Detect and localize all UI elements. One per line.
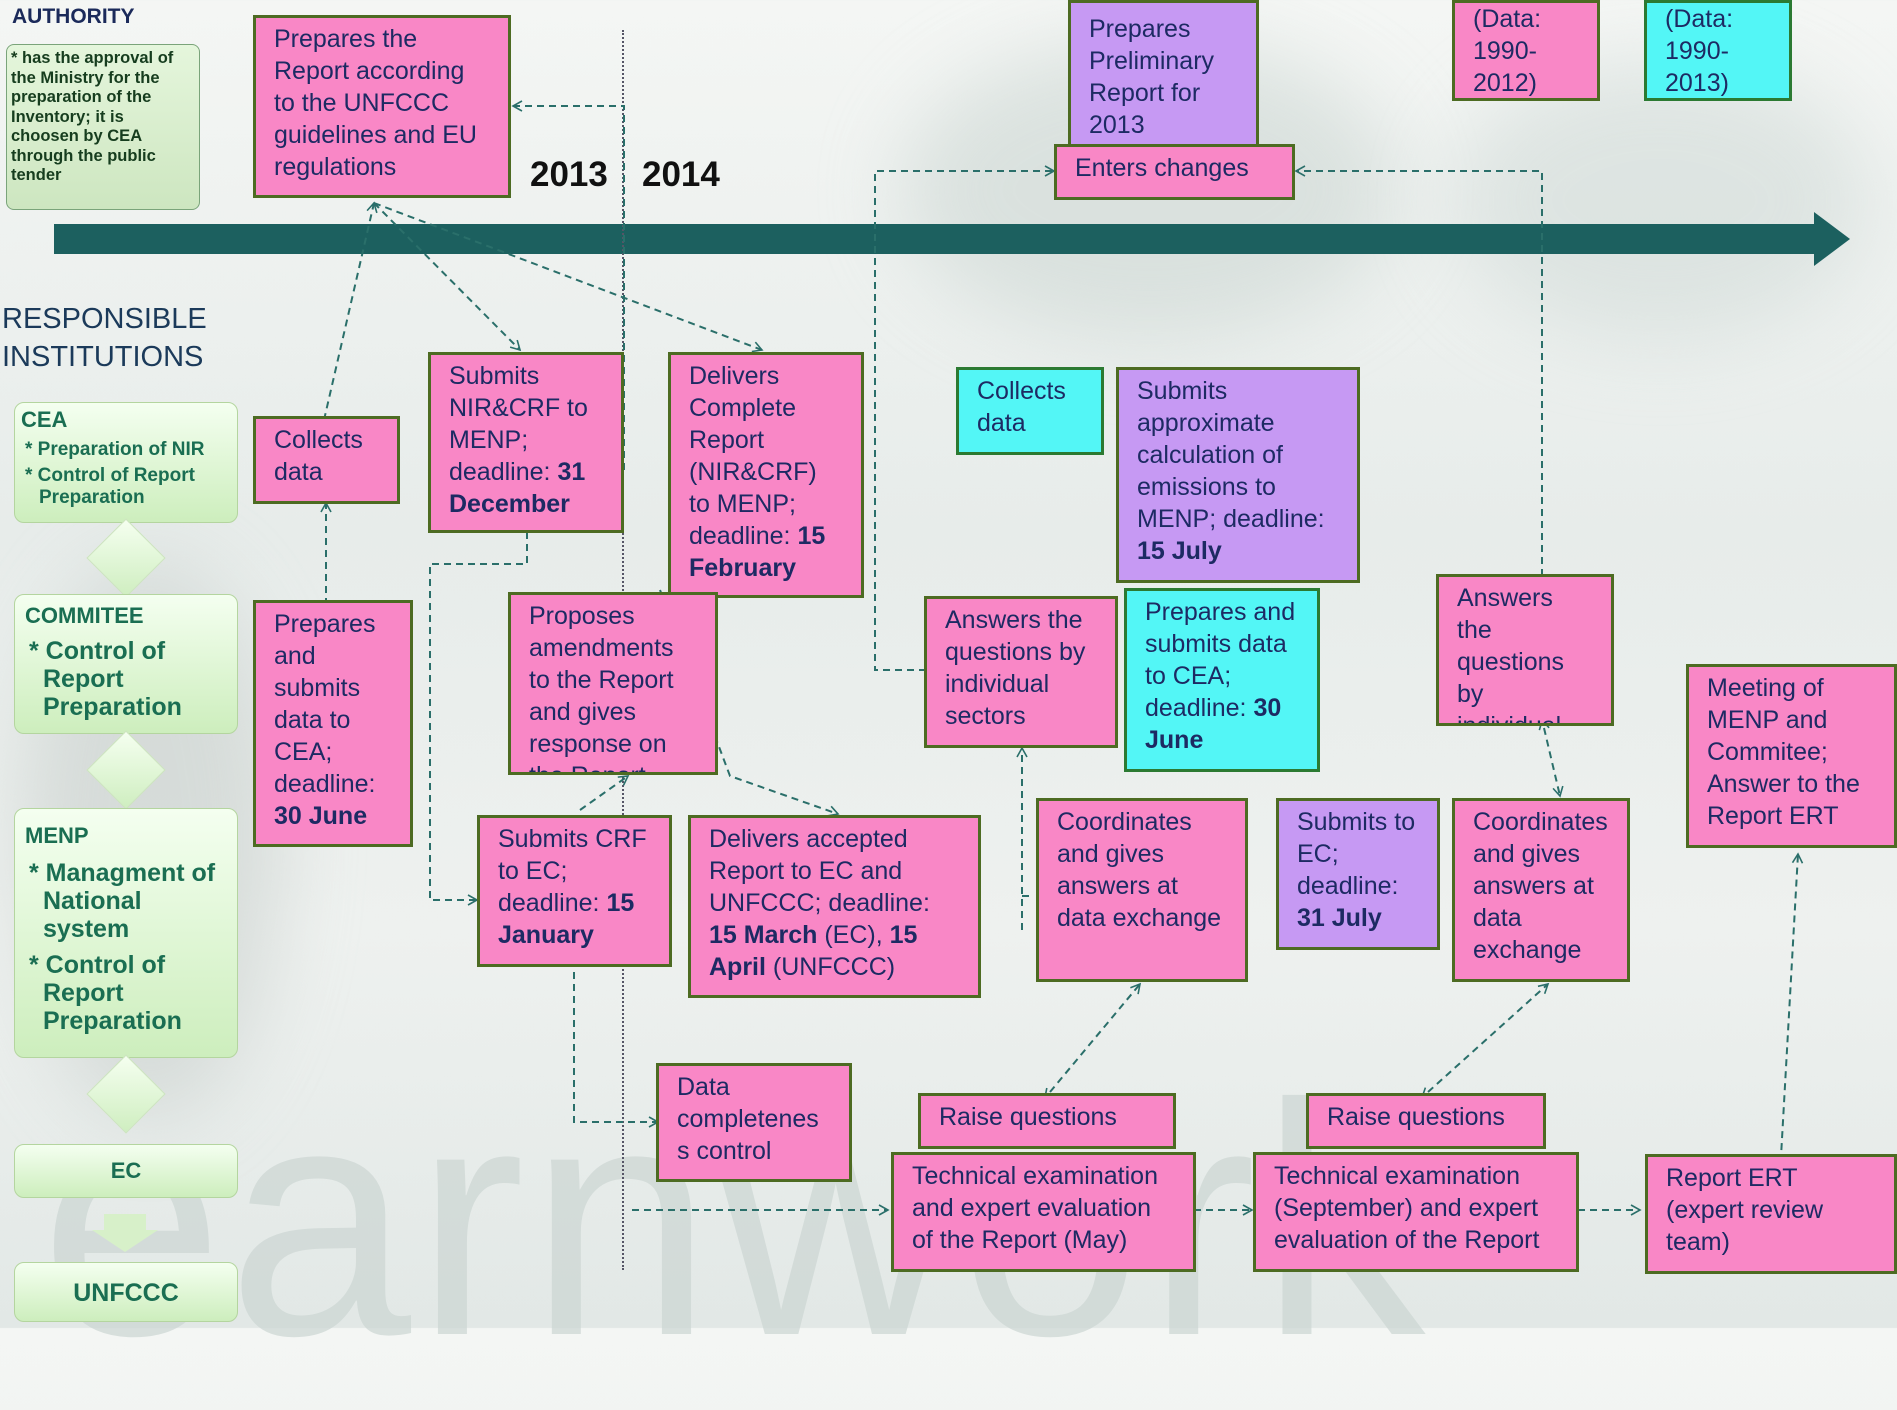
flow-arrow-down-icon xyxy=(104,1214,146,1232)
box-collects-data-cea: Collects data xyxy=(253,416,400,504)
box-text: Prepares and submits data to CEA; deadli… xyxy=(1145,598,1296,722)
box-bold-text: 15 xyxy=(606,889,635,917)
box-text: Submits approximate calculation of emiss… xyxy=(1137,377,1325,533)
box-technical-examination-september: Technical examination (September) and ex… xyxy=(1253,1152,1579,1272)
box-text: Prepares and submits data to CEA; deadli… xyxy=(274,610,376,798)
institution-name: COMMITEE xyxy=(25,603,144,628)
box-technical-examination-may: Technical examination and expert evaluat… xyxy=(891,1152,1196,1272)
institution-bullet: * Managment of National system xyxy=(29,859,216,943)
institution-name: EC xyxy=(110,1158,142,1183)
institution-bullet: * Control of Report Preparation xyxy=(29,951,182,1035)
box-bold-text: 31 July xyxy=(1297,904,1382,932)
box-coordinates-answers-2: Coordinates and gives answers at data ex… xyxy=(1452,798,1630,982)
box-data-1990-2012: (Data: 1990- 2012) xyxy=(1452,0,1600,101)
box-bold-text: December xyxy=(449,490,570,518)
flow-arrow-down-icon xyxy=(92,1230,158,1252)
box-bold-text: 15 March xyxy=(709,921,818,949)
responsible-institutions-title: RESPONSIBLE INSTITUTIONS xyxy=(2,303,207,373)
box-enters-changes: Enters changes xyxy=(1054,144,1295,200)
institution-bullet: * Control of Report Preparation xyxy=(25,465,195,508)
box-prepares-submits-data-2014: Prepares and submits data to CEA; deadli… xyxy=(1124,588,1320,772)
box-coordinates-answers-1: Coordinates and gives answers at data ex… xyxy=(1036,798,1248,982)
year-2014-label: 2014 xyxy=(642,155,720,194)
institution-ec: EC xyxy=(14,1144,238,1198)
box-bold-text: 31 xyxy=(557,458,586,486)
institution-name: CEA xyxy=(21,407,68,432)
institution-commitee: COMMITEE * Control of Report Preparation xyxy=(14,594,238,734)
box-bold-text: 15 xyxy=(889,921,918,949)
box-text: Delivers Complete Report (NIR&CRF) to ME… xyxy=(689,362,817,550)
timeline-arrowhead xyxy=(1814,212,1850,266)
box-collects-data-2014: Collects data xyxy=(956,367,1104,455)
box-text: Submits to EC; deadline: xyxy=(1297,808,1416,900)
connector-lines xyxy=(320,100,1804,1216)
institution-menp: MENP * Managment of National system * Co… xyxy=(14,808,238,1058)
box-bold-text: 30 xyxy=(1253,694,1282,722)
institution-bullet: * Control of Report Preparation xyxy=(29,637,182,721)
box-bold-text: January xyxy=(498,921,594,949)
institution-bullet: * Preparation of NIR xyxy=(25,439,205,460)
authority-title: AUTHORITY xyxy=(12,5,135,28)
box-prepares-submits-data-commitee: Prepares and submits data to CEA; deadli… xyxy=(253,600,413,847)
year-2013-label: 2013 xyxy=(530,155,608,194)
box-bold-text: February xyxy=(689,554,796,582)
box-text: Delivers accepted Report to EC and UNFCC… xyxy=(709,825,930,917)
institution-unfccc: UNFCCC xyxy=(14,1262,238,1322)
box-text: Submits NIR&CRF to MENP; deadline: xyxy=(449,362,588,486)
box-submits-nir-crf: Submits NIR&CRF to MENP; deadline: 31 De… xyxy=(428,352,624,533)
box-data-1990-2013: (Data: 1990- 2013) xyxy=(1644,0,1792,101)
institution-name: UNFCCC xyxy=(73,1279,179,1307)
box-answers-questions-1: Answers the questions by individual sect… xyxy=(924,596,1118,748)
box-prepares-preliminary-report: Prepares Preliminary Report for 2013 xyxy=(1068,0,1259,152)
institution-cea: CEA * Preparation of NIR * Control of Re… xyxy=(14,402,238,523)
box-submits-approximate-calculation: Submits approximate calculation of emiss… xyxy=(1116,367,1360,583)
box-bold-text: 15 July xyxy=(1137,537,1222,565)
box-bold-text: 15 xyxy=(797,522,826,550)
box-prepares-report: Prepares the Report according to the UNF… xyxy=(253,15,511,198)
background-blur xyxy=(1450,60,1870,340)
box-report-ert: Report ERT (expert review team) xyxy=(1645,1154,1897,1274)
box-proposes-amendments: Proposes amendments to the Report and gi… xyxy=(508,592,718,775)
box-text: Submits CRF to EC; deadline: xyxy=(498,825,647,917)
box-submits-to-ec: Submits to EC; deadline: 31 July xyxy=(1276,798,1440,950)
institution-name: MENP xyxy=(25,823,89,848)
box-text: (EC), xyxy=(817,921,890,949)
box-meeting-menp-commitee: Meeting of MENP and Commitee; Answer to … xyxy=(1686,664,1897,848)
authority-note: * has the approval of the Ministry for t… xyxy=(6,44,200,210)
box-bold-text: 30 June xyxy=(274,802,368,830)
box-data-completeness-control: Data completenes s control xyxy=(656,1063,852,1182)
box-text: (UNFCCC) xyxy=(765,953,896,981)
box-raise-questions-2: Raise questions xyxy=(1306,1093,1546,1149)
timeline-bar xyxy=(54,224,1816,254)
box-delivers-complete-report: Delivers Complete Report (NIR&CRF) to ME… xyxy=(668,352,864,598)
box-raise-questions-1: Raise questions xyxy=(918,1093,1176,1149)
box-answers-questions-2: Answers the questions by individual sect… xyxy=(1436,574,1614,726)
box-bold-text: June xyxy=(1145,726,1204,754)
box-delivers-accepted-report: Delivers accepted Report to EC and UNFCC… xyxy=(688,815,981,998)
box-submits-crf-ec: Submits CRF to EC; deadline: 15 January xyxy=(477,815,672,967)
box-bold-text: April xyxy=(709,953,766,981)
